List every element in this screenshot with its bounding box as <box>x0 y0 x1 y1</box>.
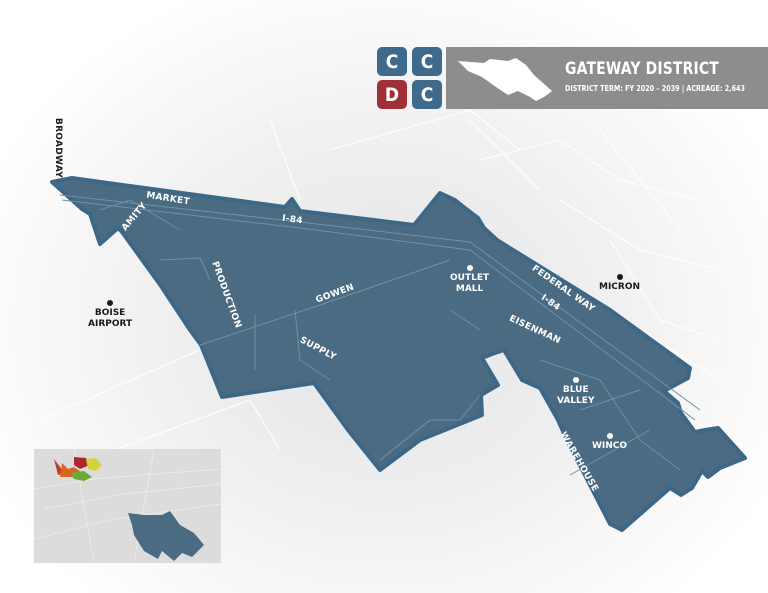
poi-winco[interactable]: WINCO <box>592 433 627 452</box>
location-pin-icon <box>616 274 623 280</box>
logo-tile: C <box>377 47 407 76</box>
poi-micron[interactable]: MICRON <box>599 274 640 293</box>
ccdc-logo: C C D C <box>377 47 443 109</box>
inset-map-graphic <box>34 449 221 563</box>
background-streets <box>39 109 721 471</box>
interior-streets <box>59 194 701 476</box>
logo-tile: C <box>412 47 442 76</box>
inset-locator-map[interactable] <box>34 449 221 563</box>
district-silhouette-icon <box>458 58 552 101</box>
location-pin-icon <box>572 377 579 383</box>
street-label-broadway: BROADWAY <box>53 117 64 179</box>
logo-tile: D <box>377 80 407 109</box>
gateway-district-boundary[interactable] <box>50 176 747 532</box>
district-banner: GATEWAY DISTRICT DISTRICT TERM: FY 2020 … <box>446 47 768 109</box>
poi-blue-valley[interactable]: BLUE VALLEY <box>557 377 594 407</box>
location-pin-icon <box>466 265 473 271</box>
district-subtitle: DISTRICT TERM: FY 2020 – 2039 | ACREAGE:… <box>565 84 745 93</box>
location-pin-icon <box>107 300 114 306</box>
district-title: GATEWAY DISTRICT <box>565 59 719 79</box>
logo-tile: C <box>412 80 442 109</box>
poi-boise-airport[interactable]: BOISE AIRPORT <box>88 300 132 330</box>
poi-outlet-mall[interactable]: OUTLET MALL <box>450 265 489 295</box>
location-pin-icon <box>606 433 613 439</box>
